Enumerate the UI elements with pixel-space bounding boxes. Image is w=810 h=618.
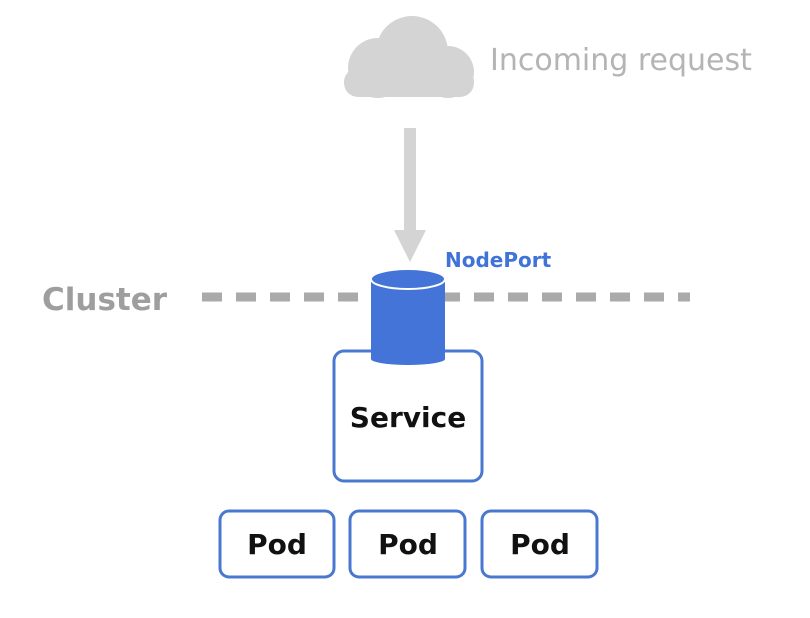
- pod-box: Pod: [348, 509, 467, 579]
- pod-label: Pod: [510, 528, 570, 561]
- arrow-down-icon: [394, 128, 426, 262]
- pod-box: Pod: [218, 509, 336, 579]
- cluster-label: Cluster: [42, 282, 168, 318]
- pod-box: Pod: [480, 509, 599, 579]
- nodeport-label: NodePort: [445, 248, 552, 272]
- pod-label: Pod: [378, 528, 438, 561]
- service-label: Service: [350, 401, 466, 434]
- cloud-icon: [344, 16, 474, 98]
- pod-label: Pod: [247, 528, 307, 561]
- incoming-request-label: Incoming request: [490, 43, 752, 78]
- cylinder-icon: [370, 268, 446, 365]
